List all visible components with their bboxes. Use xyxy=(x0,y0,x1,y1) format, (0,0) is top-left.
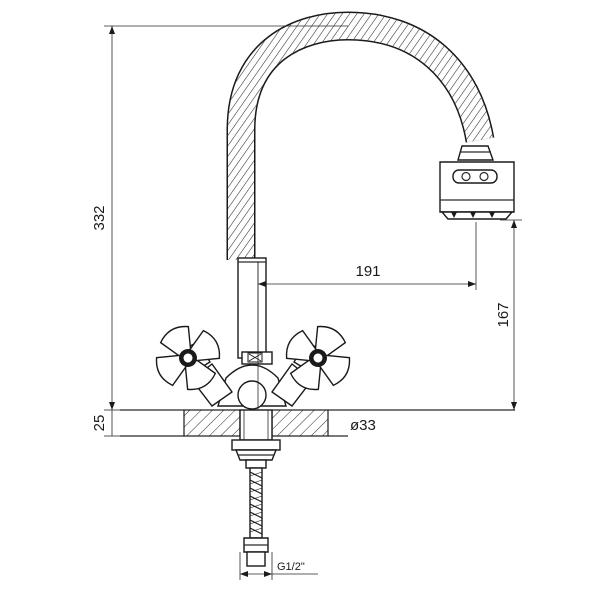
standpipe xyxy=(237,257,267,359)
dimension-spout-clearance: 167 xyxy=(495,219,522,410)
counter-thickness-label: 25 xyxy=(91,415,108,432)
dimension-total-height: 332 xyxy=(91,25,348,411)
dimension-counter-thickness: 25 xyxy=(91,410,120,437)
connection-thread-label: G1/2" xyxy=(277,561,305,573)
mounting-nut xyxy=(231,409,281,469)
dimension-spout-reach: 191 xyxy=(257,222,477,410)
spout-reach-label: 191 xyxy=(355,263,380,280)
supply-hose xyxy=(243,467,269,567)
dimension-connection-thread: G1/2" xyxy=(239,552,318,580)
dimension-hole-diameter: ø33 xyxy=(350,417,376,434)
right-cross-handle xyxy=(285,325,351,391)
hole-diameter-label: ø33 xyxy=(350,417,376,434)
left-cross-handle xyxy=(155,325,221,391)
flexible-spout xyxy=(226,11,495,260)
total-height-label: 332 xyxy=(91,205,108,230)
spout-clearance-label: 167 xyxy=(495,302,512,327)
countertop-section xyxy=(120,409,515,437)
aerator-head xyxy=(439,145,515,220)
